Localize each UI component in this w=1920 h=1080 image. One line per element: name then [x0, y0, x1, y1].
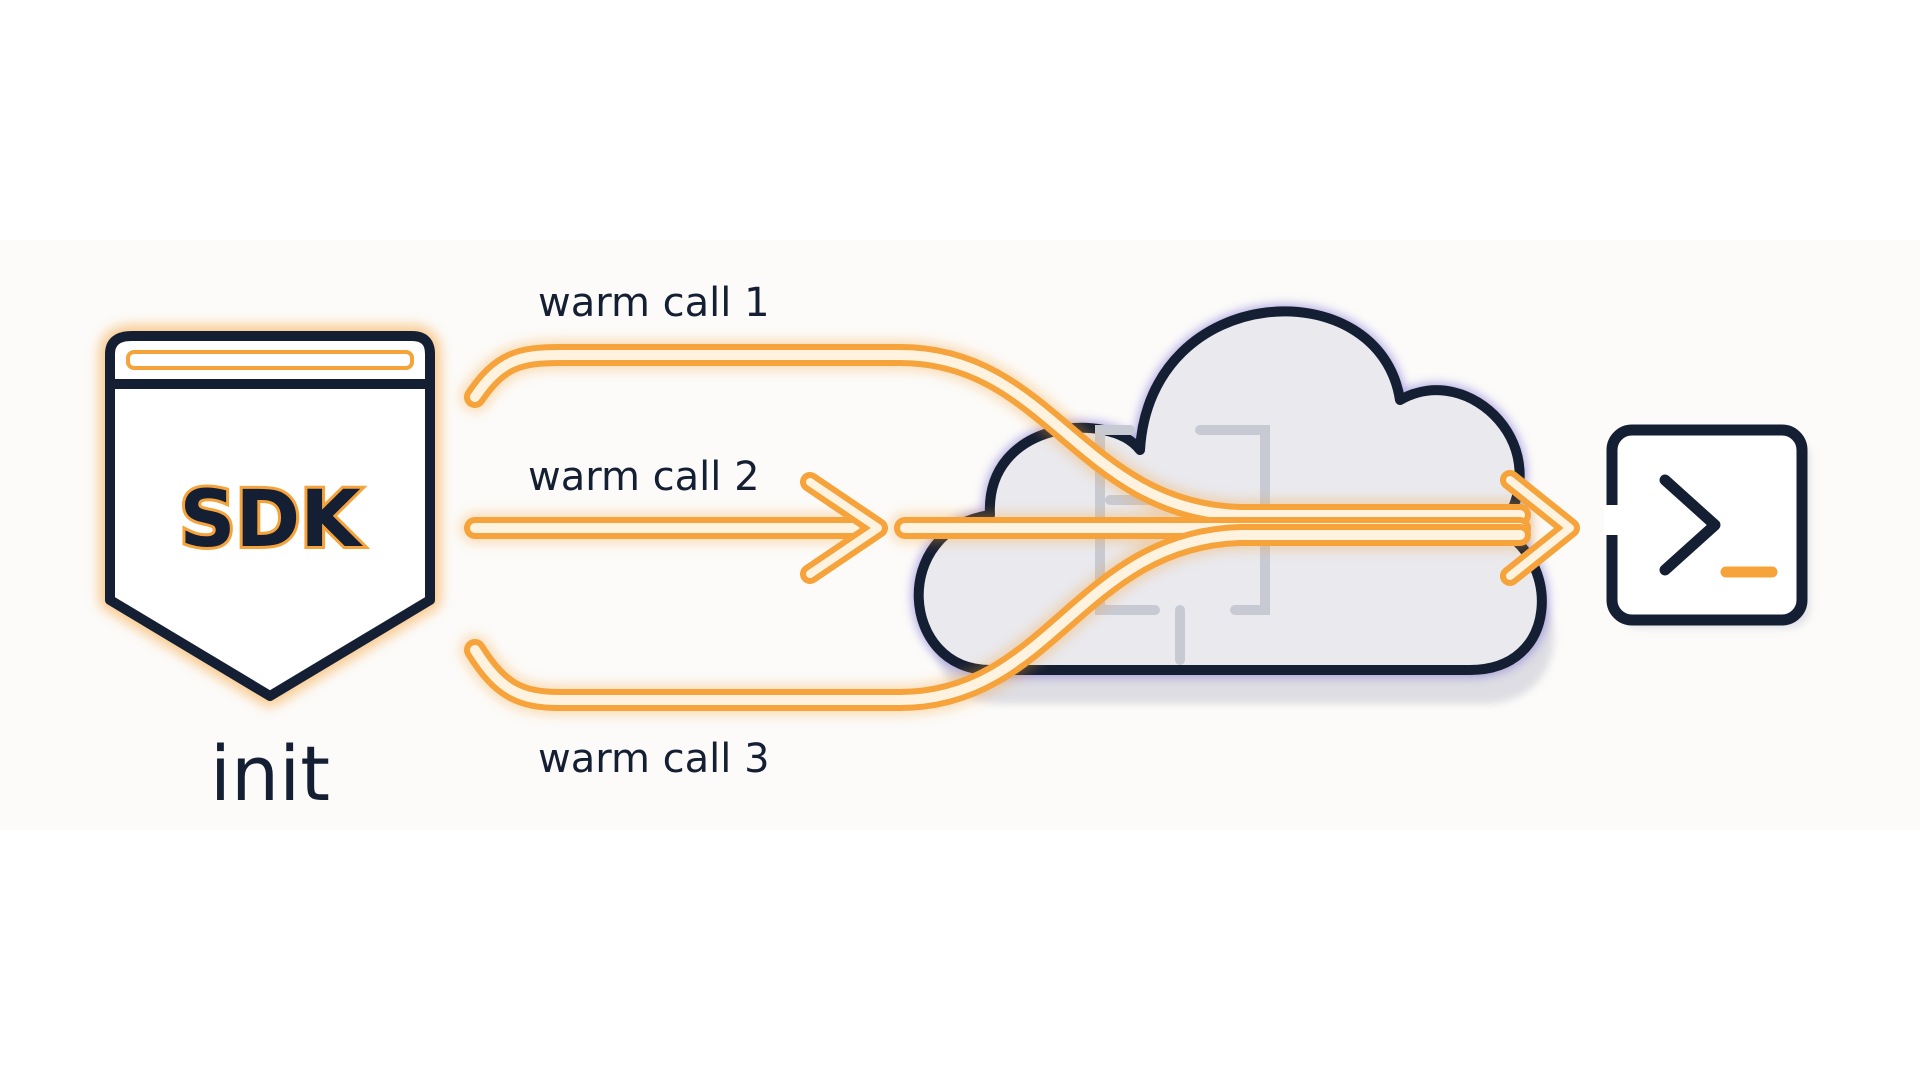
- sdk-shield-header-accent: [126, 350, 414, 370]
- sdk-caption: init: [210, 729, 330, 818]
- sdk-badge-text: SDK: [179, 475, 363, 565]
- terminal-node: [1604, 424, 1810, 628]
- call-label-2: warm call 2: [528, 454, 760, 500]
- call-flows: [460, 340, 1580, 715]
- sdk-module: SDK init: [99, 325, 441, 818]
- call-label-3: warm call 3: [538, 736, 770, 782]
- terminal-frame-gap: [1604, 505, 1622, 535]
- terminal-chevron: [1659, 474, 1721, 576]
- sdk-shield-icon: [105, 331, 435, 701]
- call-label-1: warm call 1: [538, 280, 770, 326]
